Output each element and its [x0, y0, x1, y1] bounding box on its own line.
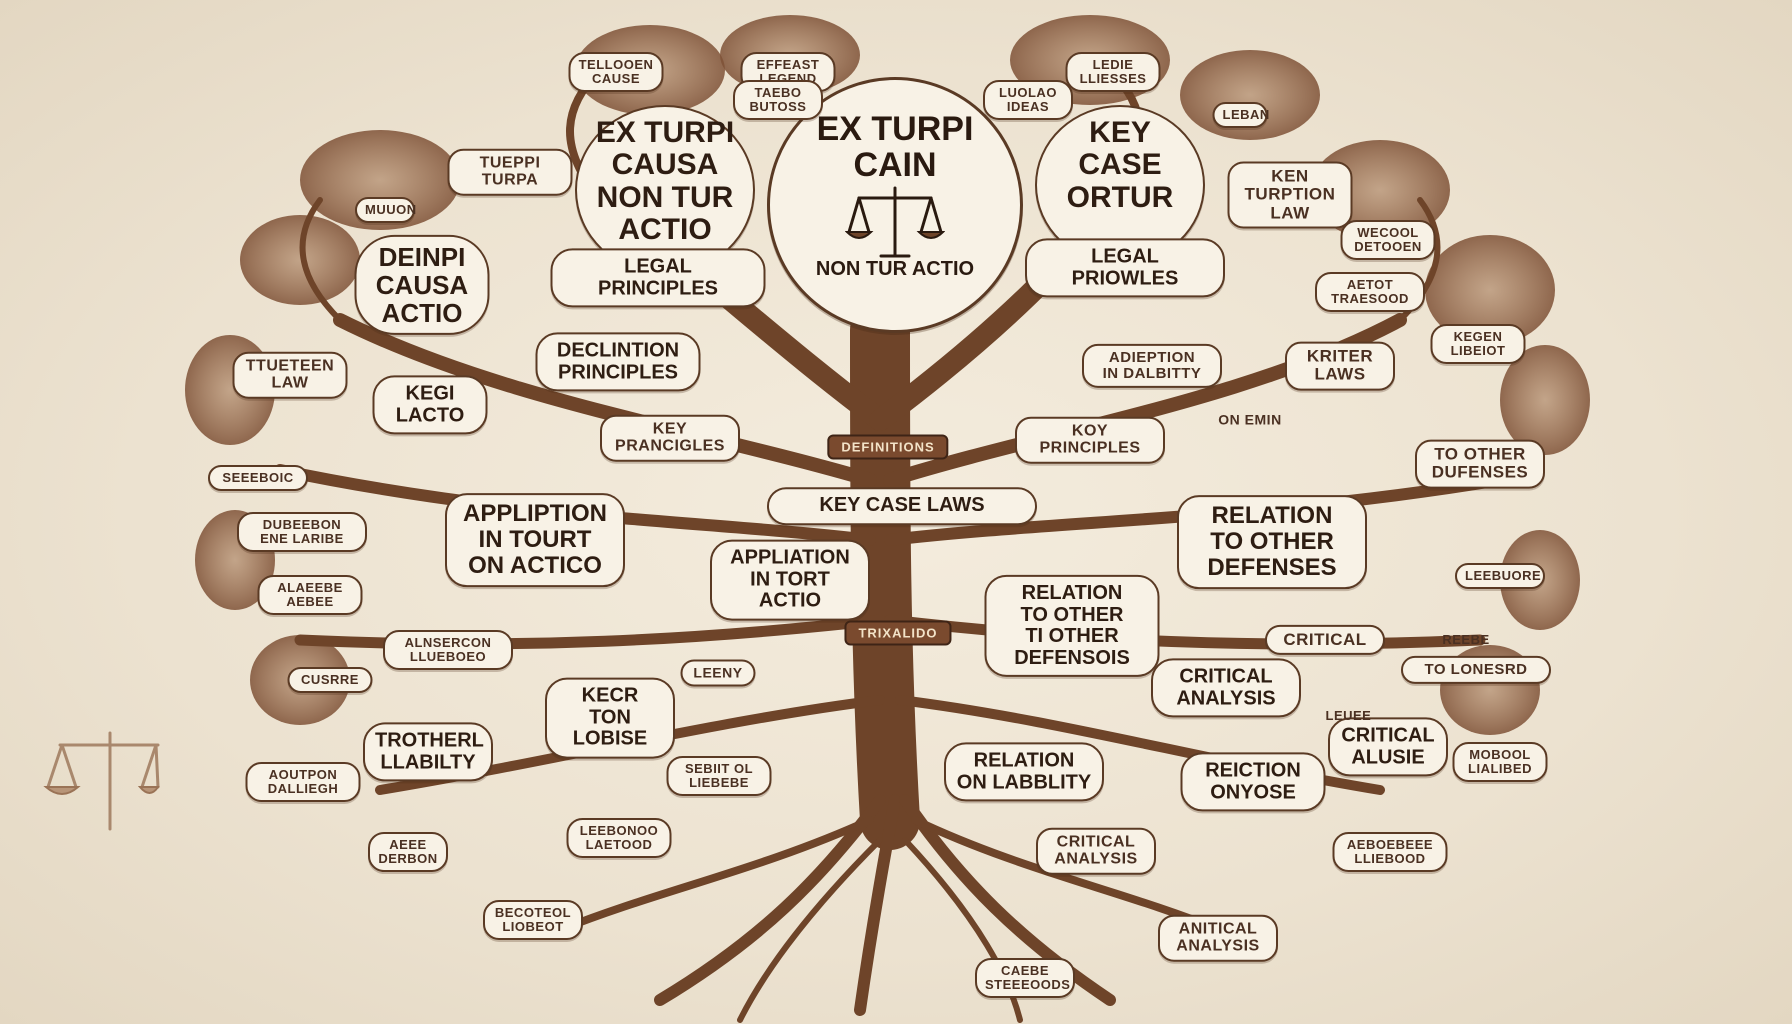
mindmap-node: TUEPPI TURPA [447, 148, 573, 196]
mindmap-node: TO OTHER DUFENSES [1415, 439, 1545, 489]
mindmap-node: LEEBONOO LAETOOD [566, 817, 672, 859]
central-topic-subtitle: NON TUR ACTIO [815, 258, 975, 280]
mindmap-node: LEBAN [1212, 101, 1269, 129]
mindmap-node: CRITICAL ANALYSIS [1151, 658, 1301, 718]
mindmap-node: KEY PRANCIGLES [600, 414, 740, 462]
mindmap-node: CRITICAL ANALYSIS [1036, 827, 1156, 875]
mindmap-node: LUOLAO IDEAS [983, 79, 1073, 121]
mindmap-node: BECOTEOL LIOBEOT [483, 899, 583, 941]
mindmap-node: CUSRRE [287, 666, 373, 694]
mindmap-node: KEGI LACTO [372, 375, 488, 435]
mindmap-node: AOUTPON DALLIEGH [245, 761, 361, 803]
mindmap-node: TAEBO BUTOSS [733, 79, 823, 121]
mindmap-node: LEEBUORE [1455, 562, 1545, 590]
mindmap-node: LEDIE LLIESSES [1065, 51, 1161, 93]
mindmap-node: KOY PRINCIPLES [1015, 416, 1165, 464]
mindmap-node: TTUETEEN LAW [232, 351, 348, 399]
mindmap-node: RELATION ON LABBLITY [944, 742, 1104, 802]
mindmap-node: CRITICAL [1265, 624, 1385, 656]
mindmap-node: DUBEEBON ENE LARIBE [237, 511, 367, 553]
mindmap-node: KRITER LAWS [1285, 341, 1395, 391]
mindmap-node: ALNSERCON LLUEBOEO [383, 629, 513, 671]
scales-of-justice-icon [43, 731, 160, 831]
mindmap-node: LEUEE [1325, 707, 1372, 723]
mindmap-node: DECLINTION PRINCIPLES [535, 332, 701, 392]
central-topic-title: EX TURPI CAIN [816, 110, 974, 184]
mindmap-node: ANITICAL ANALYSIS [1158, 914, 1278, 962]
mindmap-node: LEGAL PRINCIPLES [550, 248, 766, 308]
mindmap-node: CRITICAL ALUSIE [1328, 717, 1448, 777]
mindmap-node: EX TURPI CAUSA NON TUR ACTIO [575, 105, 755, 275]
mindmap-node: AETOT TRAESOOD [1315, 271, 1425, 313]
mindmap-node: AEEE DERBON [368, 831, 448, 873]
mindmap-node: DEINPI CAUSA ACTIO [354, 234, 490, 336]
mindmap-node: MOBOOL LIALIBED [1452, 741, 1548, 783]
mindmap-node: CAEBE STEEEOODS [975, 957, 1075, 999]
mindmap-node: TO LONESRD [1401, 655, 1551, 685]
mindmap-node: KEY CASE LAWS [767, 487, 1037, 525]
mindmap-node: LEENY [680, 659, 756, 687]
mindmap-node: LEGAL PRIOWLES [1025, 238, 1225, 298]
scales-of-justice-icon [845, 186, 945, 258]
mindmap-node: AEBOEBEEE LLIEBOOD [1332, 831, 1448, 873]
mindmap-node: TROTHERL LLABILTY [363, 722, 493, 782]
mindmap-node: MUUON [355, 196, 416, 224]
mindmap-node: REEBE [1442, 631, 1490, 647]
mindmap-node: KECR TON LOBISE [545, 677, 675, 759]
mindmap-node: SEEEBOIC [208, 464, 308, 492]
mindmap-node: KEY CASE ORTUR [1035, 105, 1205, 265]
mindmap-node: RELATION TO OTHER DEFENSES [1177, 495, 1367, 589]
tree-roots [556, 794, 1224, 1023]
mindmap-node: ON EMIN [1218, 411, 1282, 428]
mindmap-node: WECOOL DETOOEN [1340, 219, 1436, 261]
mindmap-node: SEBIIT OL LIEBEBE [666, 755, 772, 797]
mindmap-node: APPLIPTION IN TOURT ON ACTICO [445, 493, 625, 587]
mindmap-node: KEGEN LIBEIOT [1430, 323, 1526, 365]
mindmap-node: RELATION TO OTHER TI OTHER DEFENSOIS [984, 574, 1160, 678]
mindmap-node: REICTION ONYOSE [1180, 752, 1326, 812]
mindmap-node: ADIEPTION IN DALBITTY [1082, 343, 1222, 389]
mindmap-node: TELLOOEN CAUSE [568, 51, 664, 93]
mindmap-node: ALAEEBE AEBEE [257, 574, 363, 616]
trunk-lower-banner: TRIXALIDO [844, 620, 952, 646]
mindmap-node: KEN TURPTION LAW [1227, 161, 1353, 229]
mindmap-node: APPLIATION IN TORT ACTIO [710, 539, 870, 621]
definitions-banner: DEFINITIONS [827, 434, 949, 460]
